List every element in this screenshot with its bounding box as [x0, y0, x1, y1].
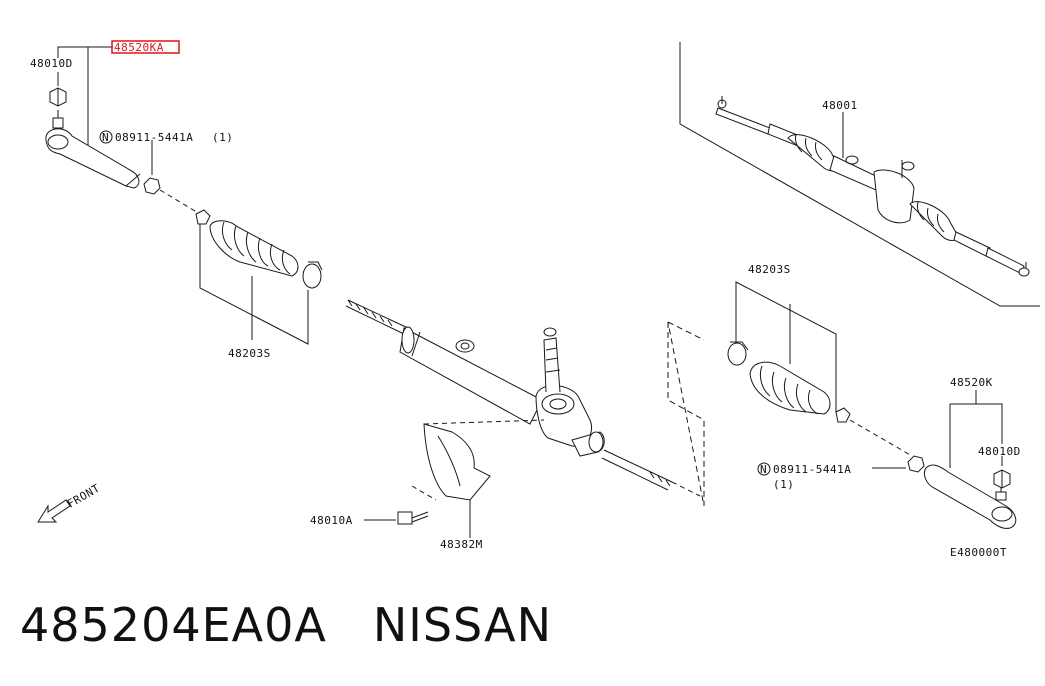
front-arrow-icon	[37, 499, 71, 523]
label-boot-left[interactable]: 48203S	[228, 347, 271, 360]
label-nut-left[interactable]: 08911-5441A	[115, 131, 193, 144]
tie-rod-end-right[interactable]	[757, 390, 1017, 529]
label-tie-rod-end-left[interactable]: 48520KA	[114, 41, 164, 54]
tie-rod-end-left[interactable]	[45, 46, 141, 189]
highlight-box	[111, 40, 180, 54]
part-number: 485204EA0A	[20, 598, 327, 652]
rack-housing[interactable]	[345, 299, 701, 497]
label-front: FRONT	[65, 482, 102, 511]
nut-left[interactable]	[99, 130, 201, 215]
label-diagram-code: E480000T	[950, 546, 1007, 559]
label-steering-gear-assy[interactable]: 48001	[822, 99, 858, 112]
label-lock-nut-right[interactable]: 48010D	[978, 445, 1021, 458]
boot-right[interactable]	[667, 281, 913, 507]
label-bolt[interactable]: 48010A	[310, 514, 353, 527]
label-tie-rod-end-right[interactable]: 48520K	[950, 376, 993, 389]
boot-left[interactable]	[195, 209, 323, 345]
label-boot-right[interactable]: 48203S	[748, 263, 791, 276]
label-circle-n-right: N	[760, 463, 767, 476]
steering-gear-inset[interactable]	[679, 42, 1040, 307]
insulator[interactable]	[411, 419, 545, 538]
label-nut-right[interactable]: 08911-5441A	[773, 463, 851, 476]
brand-name: NISSAN	[372, 598, 552, 652]
bolt[interactable]	[364, 511, 429, 525]
label-lock-nut-left[interactable]: 48010D	[30, 57, 73, 70]
caption: 485204EA0A NISSAN	[20, 598, 552, 652]
label-nut-right-qty: (1)	[773, 478, 794, 491]
label-insulator[interactable]: 48382M	[440, 538, 483, 551]
label-nut-left-qty: (1)	[212, 131, 233, 144]
label-circle-n-left: N	[102, 131, 109, 144]
